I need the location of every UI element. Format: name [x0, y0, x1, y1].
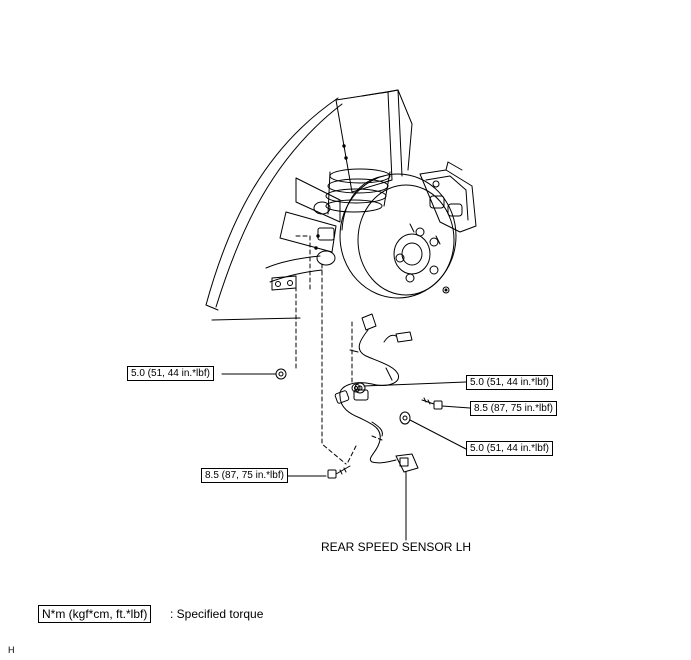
- fastener-nut-upper-right: [354, 382, 366, 394]
- legend-description: : Specified torque: [170, 607, 264, 621]
- suspension-arm: [265, 177, 341, 283]
- alignment-lines: [295, 235, 383, 465]
- fastener-nut-upper-left: [275, 368, 287, 380]
- rear-speed-sensor-label: REAR SPEED SENSOR LH: [321, 540, 472, 554]
- body-bracket: [271, 275, 297, 291]
- torque-callout-lower-left: 8.5 (87, 75 in.*lbf): [201, 468, 288, 483]
- fastener-bolt-right: [421, 397, 443, 410]
- coil-spring: [325, 168, 391, 215]
- illustration-code: H: [8, 645, 15, 655]
- body-panel: [335, 89, 413, 193]
- legend-torque-symbol: N*m (kgf*cm, ft.*lbf): [38, 605, 152, 623]
- speed-sensor-wire: [334, 313, 413, 463]
- fastener-nut-lower-right: [399, 411, 411, 425]
- torque-callout-right: 8.5 (87, 75 in.*lbf): [470, 401, 557, 416]
- brake-disc: [339, 173, 457, 299]
- torque-callout-upper-right: 5.0 (51, 44 in.*lbf): [466, 375, 553, 390]
- leader-lines: [221, 373, 471, 541]
- wheel-arch-outline: [205, 97, 343, 321]
- speed-sensor-body: [371, 453, 419, 473]
- torque-callout-upper-left: 5.0 (51, 44 in.*lbf): [127, 366, 214, 381]
- brake-caliper: [419, 161, 477, 233]
- fastener-bolt-lower-left: [327, 465, 351, 479]
- torque-callout-lower-right: 5.0 (51, 44 in.*lbf): [466, 441, 553, 456]
